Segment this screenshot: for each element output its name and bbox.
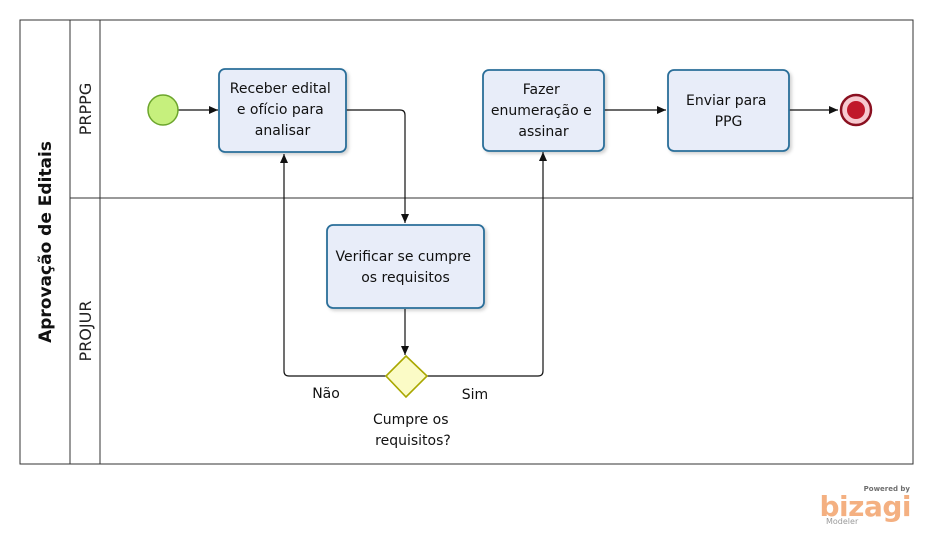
flow-receber-to-verificar	[346, 109, 409, 223]
task-label: Fazer enumeração e assinar	[491, 82, 596, 140]
lane-title-prppg: PRPPG	[76, 83, 95, 135]
task-box	[667, 69, 790, 152]
powered-by-text: Powered by	[864, 485, 911, 493]
gateway-label: Cumpre os requisitos?	[373, 412, 453, 449]
task-label: Receber edital e ofício para analisar	[230, 81, 336, 139]
end-event-core	[847, 101, 865, 119]
flow-label-no: Não	[312, 386, 340, 402]
task-fazer-enumeracao[interactable]: Fazer enumeração e assinar	[482, 69, 605, 152]
task-box	[326, 224, 485, 309]
task-receber-edital[interactable]: Receber edital e ofício para analisar	[218, 68, 347, 153]
bizagi-watermark: Powered by bizagi Modeler	[820, 485, 912, 526]
sequence-flows	[178, 106, 838, 377]
end-event[interactable]	[839, 93, 873, 127]
lane-title-projur: PROJUR	[76, 301, 95, 362]
exclusive-gateway[interactable]	[384, 354, 429, 399]
task-box	[218, 68, 347, 153]
start-event[interactable]	[147, 94, 179, 126]
task-label: Enviar para PPG	[686, 93, 771, 130]
brand-product: Modeler	[826, 517, 859, 526]
flow-gateway-yes	[427, 152, 547, 377]
flow-gateway-no	[280, 154, 386, 377]
task-verificar-requisitos[interactable]: Verificar se cumpre os requisitos	[326, 224, 485, 309]
task-box	[482, 69, 605, 152]
gateway-diamond	[384, 354, 429, 399]
task-enviar-ppg[interactable]: Enviar para PPG	[667, 69, 790, 152]
flow-label-yes: Sim	[462, 387, 488, 403]
brand-name: bizagi	[820, 490, 911, 523]
pool-title: Aprovação de Editais	[36, 141, 56, 343]
task-label: Verificar se cumpre os requisitos	[335, 249, 475, 286]
